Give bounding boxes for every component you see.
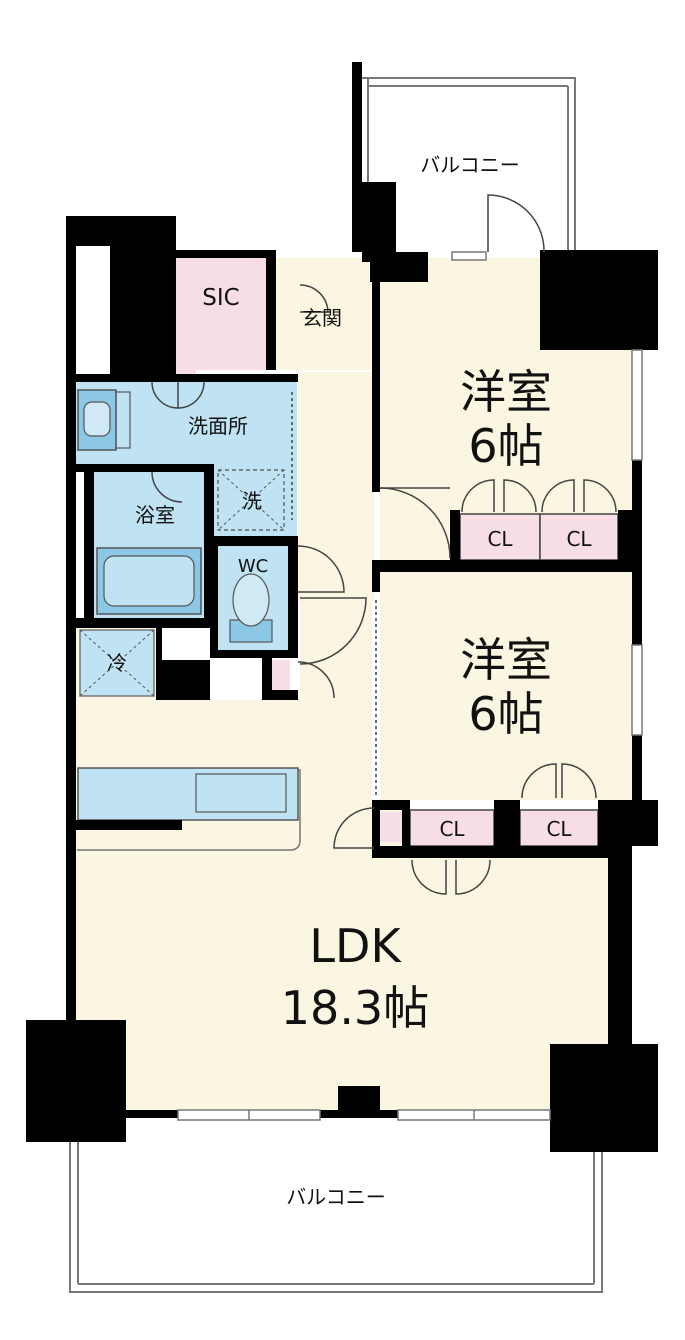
walls — [26, 62, 658, 1152]
ldk-size: 18.3帖 — [281, 981, 429, 1035]
toilet-bowl — [232, 573, 270, 627]
sic-label: SIC — [202, 285, 239, 311]
laundry-label: 洗 — [242, 489, 262, 513]
bedroom2-size: 6帖 — [468, 687, 543, 741]
small-storage — [380, 812, 402, 842]
bedroom1-size: 6帖 — [468, 419, 543, 473]
closet-label-3: CL — [439, 817, 465, 841]
bedroom2-name: 洋室 — [460, 633, 552, 687]
ldk-name: LDK — [309, 919, 402, 973]
hallway-floor — [298, 372, 374, 602]
meter-box — [270, 660, 290, 690]
bedroom2-floor — [380, 572, 632, 800]
wc-label: WC — [238, 556, 268, 577]
bedroom1-name: 洋室 — [460, 365, 552, 419]
doors — [151, 194, 617, 895]
washroom-label: 洗面所 — [188, 414, 248, 438]
laundry-floor — [212, 464, 297, 536]
bath-label: 浴室 — [135, 503, 175, 527]
closet-label-4: CL — [546, 817, 572, 841]
balcony-bottom — [69, 1140, 603, 1293]
fridge-label: 冷 — [107, 651, 127, 675]
closet-label-2: CL — [566, 527, 592, 551]
closet-label-1: CL — [487, 527, 513, 551]
windows — [177, 251, 643, 1121]
ldk-floor — [75, 590, 610, 1112]
kitchen-sink-unit — [77, 767, 299, 821]
closet-bed2 — [519, 809, 599, 847]
closet-bed1-b — [539, 513, 619, 561]
balcony-top-label: バルコニー — [420, 153, 520, 177]
balcony-bottom-label: バルコニー — [286, 1185, 386, 1209]
labels: バルコニー SIC 玄関 洋室 6帖 洗面所 浴室 洗 WC 冷 CL CL 洋… — [107, 153, 592, 1209]
entrance-label: 玄関 — [302, 306, 342, 330]
entrance-floor — [275, 258, 371, 370]
